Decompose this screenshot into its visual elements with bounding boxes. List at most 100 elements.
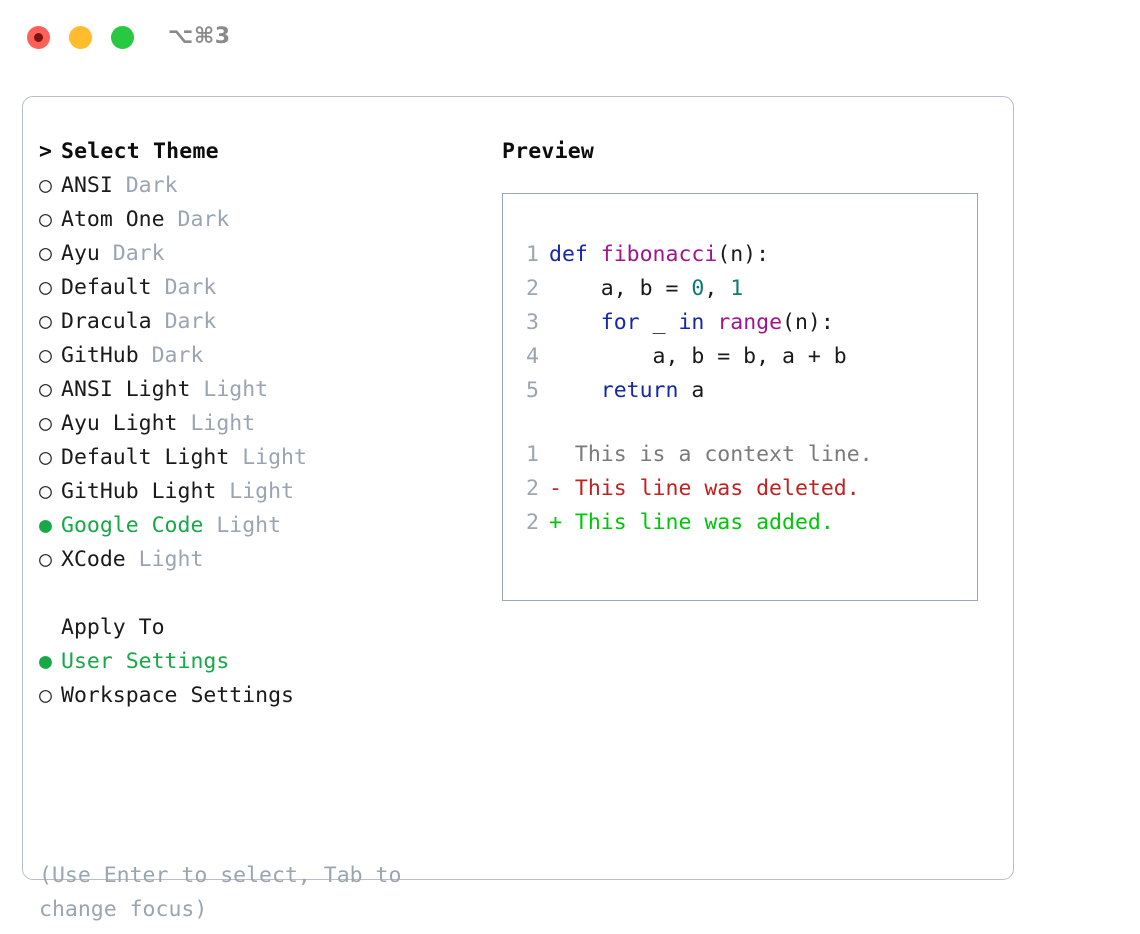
theme-option-xcode[interactable]: ○XCode Light [39, 543, 479, 577]
theme-variant-badge: Light [229, 479, 295, 504]
radio-unselected-icon: ○ [39, 445, 52, 470]
code-token: a, b = [549, 276, 692, 301]
diff-sample: 1 This is a context line. 2 - This line wa… [503, 438, 977, 540]
code-token: 0 [691, 276, 705, 301]
line-number: 2 [526, 510, 539, 535]
apply-to-option-user-settings[interactable]: ●User Settings [39, 645, 479, 679]
code-diff-spacer [503, 408, 977, 438]
theme-variant-badge: Light [203, 377, 269, 402]
radio-unselected-icon: ○ [39, 479, 52, 504]
theme-variant-badge: Dark [164, 275, 217, 300]
code-token: a, b = b, a + b [549, 344, 847, 369]
code-token: in [678, 310, 705, 335]
theme-option-default-light[interactable]: ○ Default Light Light [39, 441, 479, 475]
radio-unselected-icon: ○ [39, 683, 52, 708]
line-number: 3 [526, 310, 539, 335]
theme-option-label: Ayu [61, 241, 113, 266]
apply-to-option-label: User Settings [61, 649, 230, 674]
apply-to-option-workspace-settings[interactable]: ○ Workspace Settings [39, 679, 479, 713]
theme-option-label: XCode [61, 547, 139, 572]
theme-option-ansi[interactable]: ○ ANSI Dark [39, 169, 479, 203]
theme-list-header-label: Select Theme [61, 139, 219, 164]
radio-unselected-icon: ○ [39, 173, 52, 198]
diff-line-del: 2 - This line was deleted. [503, 472, 977, 506]
code-token: a [678, 378, 705, 403]
theme-option-ansi-light[interactable]: ○ ANSI Light Light [39, 373, 479, 407]
code-token: return [600, 378, 679, 403]
minimize-button[interactable] [69, 26, 92, 49]
theme-option-dracula[interactable]: ○Dracula Dark [39, 305, 479, 339]
code-token: (n): [782, 310, 834, 335]
theme-option-github[interactable]: ○ GitHub Dark [39, 339, 479, 373]
line-number: 2 [526, 476, 539, 501]
theme-variant-badge: Light [190, 411, 256, 436]
theme-list: >Select Theme○ANSI Dark○Atom One Dark○Ay… [39, 135, 479, 577]
diff-line-add: 2+ This line was added. [503, 506, 977, 540]
code-token: range [717, 310, 783, 335]
theme-option-default[interactable]: ○Default Dark [39, 271, 479, 305]
keyboard-hint-text: (Use Enter to select, Tab to change focu… [39, 863, 402, 922]
radio-unselected-icon: ○ [39, 207, 52, 232]
theme-list-header: >Select Theme [39, 135, 479, 169]
theme-option-label: Default [61, 275, 165, 300]
theme-option-google-code[interactable]: ● Google Code Light [39, 509, 479, 543]
code-line: 5 return a [503, 374, 977, 408]
code-line: 3 for _ in range(n): [503, 306, 977, 340]
theme-variant-badge: Dark [112, 241, 165, 266]
code-token: for [600, 310, 640, 335]
radio-unselected-icon: ○ [39, 377, 52, 402]
theme-option-label: ANSI Light [61, 377, 204, 402]
preview-title: Preview [502, 139, 595, 164]
code-token: _ [639, 310, 679, 335]
theme-variant-badge: Light [242, 445, 307, 470]
theme-option-atom-one[interactable]: ○Atom One Dark [39, 203, 479, 237]
theme-option-label: Dracula [61, 309, 165, 334]
theme-variant-badge: Dark [151, 343, 204, 368]
radio-unselected-icon: ○ [39, 343, 52, 368]
theme-picker-column: >Select Theme○ANSI Dark○Atom One Dark○Ay… [39, 135, 479, 713]
theme-option-label: ANSI [61, 173, 126, 198]
code-token [704, 310, 717, 335]
apply-to-header: Apply To [39, 611, 479, 645]
theme-option-ayu[interactable]: ○ Ayu Dark [39, 237, 479, 271]
line-number: 2 [526, 276, 539, 301]
line-number: 1 [526, 442, 539, 467]
theme-option-label: GitHub Light [61, 479, 230, 504]
radio-selected-icon: ● [39, 513, 52, 538]
code-token: , [704, 276, 731, 301]
code-token: fibonacci [600, 242, 718, 267]
theme-option-label: Google Code [61, 513, 217, 538]
code-line: 2 a, b = 0, 1 [503, 272, 977, 306]
apply-to-option-label: Workspace Settings [61, 683, 294, 708]
theme-variant-badge: Dark [177, 207, 230, 232]
theme-variant-badge: Dark [125, 173, 178, 198]
code-token [549, 310, 601, 335]
diff-line-text: This is a context line. [549, 442, 873, 467]
code-token: def [549, 242, 601, 267]
keyboard-shortcut-label: ⌥⌘3 [168, 24, 231, 49]
theme-option-github-light[interactable]: ○ GitHub Light Light [39, 475, 479, 509]
close-button[interactable] [27, 26, 50, 49]
apply-to-header-label: Apply To [61, 615, 165, 640]
main-panel: >Select Theme○ANSI Dark○Atom One Dark○Ay… [22, 96, 1014, 922]
line-number: 4 [526, 344, 539, 369]
code-token: (n): [717, 242, 770, 267]
section-spacer [39, 577, 479, 611]
apply-to-header-spacer [39, 611, 61, 645]
code-token: 1 [730, 276, 744, 301]
theme-option-label: GitHub [61, 343, 152, 368]
theme-option-label: Ayu Light [61, 411, 191, 436]
diff-line-text: - This line was deleted. [549, 476, 860, 501]
maximize-button[interactable] [111, 26, 134, 49]
theme-variant-badge: Light [216, 513, 282, 538]
theme-option-label: Default Light [61, 445, 243, 470]
theme-option-ayu-light[interactable]: ○ Ayu Light Light [39, 407, 479, 441]
radio-unselected-icon: ○ [39, 411, 52, 436]
radio-unselected-icon: ○ [39, 241, 52, 266]
radio-unselected-icon: ○ [39, 309, 52, 334]
